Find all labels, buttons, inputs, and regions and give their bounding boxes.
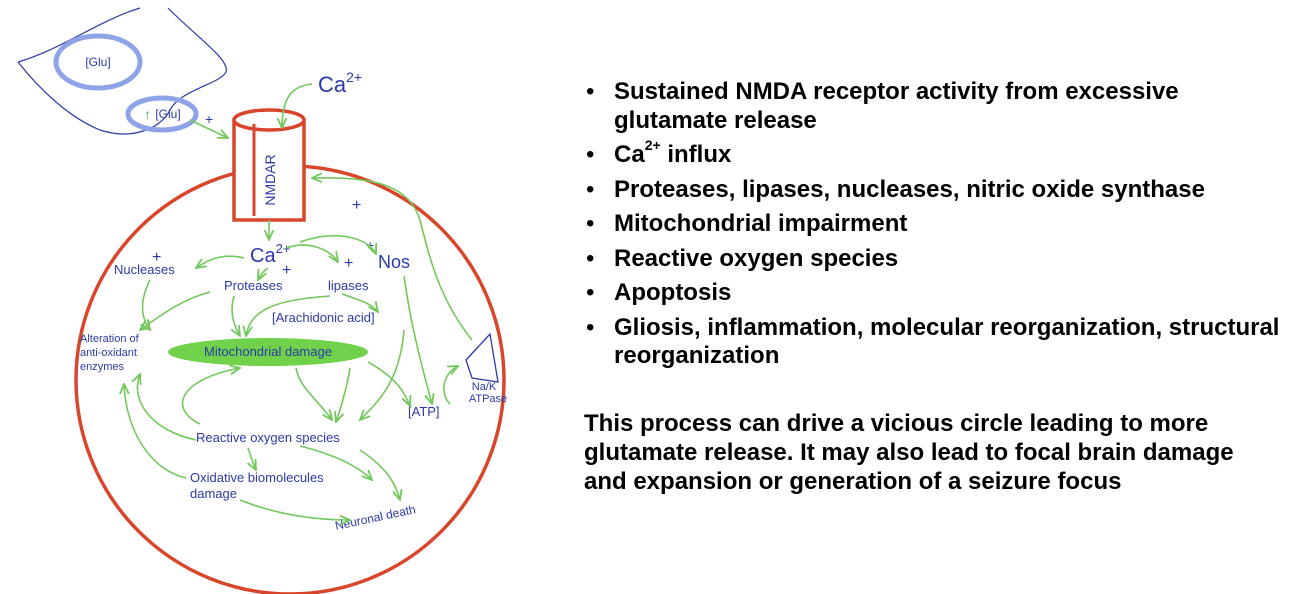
na-k-label: Na/K (472, 381, 497, 393)
neuronal-death-label: Neuronal death (334, 502, 417, 533)
glutamate-vesicle (53, 33, 143, 91)
atpase-label: ATPase (469, 393, 507, 405)
glu-label-bottom: [Glu] (155, 107, 180, 121)
na-k-atpase-shape (465, 332, 499, 383)
ros-label: Reactive oxygen species (196, 430, 340, 445)
plus-nos: + (366, 237, 374, 253)
bullet-list: Sustained NMDA receptor activity from ex… (584, 78, 1284, 371)
bullet-item: Apoptosis (584, 279, 1284, 308)
pathway-arrows (124, 178, 473, 520)
bullet-item: Mitochondrial impairment (584, 210, 1284, 239)
summary-paragraph: This process can drive a vicious circle … (584, 409, 1234, 495)
mitochondrial-damage-label: Mitochondrial damage (204, 344, 332, 359)
ca-center-label: Ca2+ (250, 241, 290, 267)
proteases-label: Proteases (224, 278, 283, 293)
alteration-label: Alteration of anti-oxidant enzymes (80, 333, 142, 373)
plus-glutamate: + (205, 111, 213, 127)
oxidative-damage-label: Oxidative biomolecules damage (190, 470, 327, 501)
glu-up-arrow: ↑ (144, 106, 151, 122)
bullet-item: Gliosis, inflammation, molecular reorgan… (584, 314, 1284, 371)
excitotoxicity-diagram: [Glu] ↑ [Glu] + NMDAR Ca2+ Ca2+ + + + + … (17, 7, 507, 594)
nucleases-label: Nucleases (114, 262, 175, 277)
mitochondrial-damage-ellipse (168, 338, 368, 366)
plus-proteases: + (282, 262, 291, 279)
plus-feedback: + (352, 197, 361, 214)
bullet-item: Reactive oxygen species (584, 245, 1284, 274)
glutamate-vesicle-release (125, 95, 199, 133)
ca-entry-label: Ca2+ (318, 69, 362, 97)
text-panel: Sustained NMDA receptor activity from ex… (584, 78, 1284, 520)
lipases-label: lipases (328, 278, 369, 293)
atp-label: [ATP] (408, 404, 440, 419)
bullet-item: Sustained NMDA receptor activity from ex… (584, 78, 1284, 135)
arachidonic-acid-label: [Arachidonic acid] (272, 310, 375, 325)
nmdar-top (232, 108, 306, 132)
plus-lipases: + (344, 255, 353, 272)
plus-nucleases: + (152, 249, 161, 266)
bullet-item: Ca2+ influx (584, 138, 1284, 170)
cell-membrane (74, 164, 506, 594)
glu-label-top: [Glu] (85, 55, 110, 69)
nos-label: Nos (378, 252, 410, 272)
presynaptic-terminal (17, 7, 227, 135)
nmdar-label: NMDAR (262, 154, 278, 205)
bullet-item: Proteases, lipases, nucleases, nitric ox… (584, 176, 1284, 205)
